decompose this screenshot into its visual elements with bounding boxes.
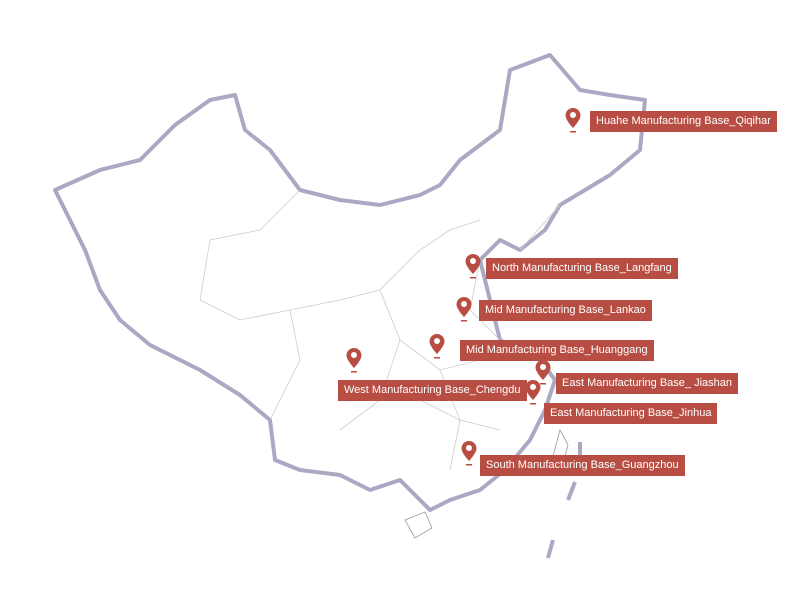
- map-pin-icon[interactable]: [534, 359, 552, 385]
- map-pin-icon[interactable]: [464, 253, 482, 279]
- map-pin-icon[interactable]: [524, 379, 542, 405]
- marker-label[interactable]: Mid Manufacturing Base_Lankao: [479, 300, 652, 321]
- hainan-island: [404, 511, 433, 539]
- marker-label[interactable]: East Manufacturing Base_ Jiashan: [556, 373, 738, 394]
- map-pin-icon[interactable]: [564, 107, 582, 133]
- marker-label[interactable]: Huahe Manufacturing Base_Qiqihar: [590, 111, 777, 132]
- marker-label[interactable]: West Manufacturing Base_Chengdu: [338, 380, 527, 401]
- marker-label[interactable]: South Manufacturing Base_Guangzhou: [480, 455, 685, 476]
- marker-label[interactable]: Mid Manufacturing Base_Huanggang: [460, 340, 654, 361]
- marker-label[interactable]: East Manufacturing Base_Jinhua: [544, 403, 718, 424]
- map-pin-icon[interactable]: [428, 333, 446, 359]
- marker-label[interactable]: North Manufacturing Base_Langfang: [486, 258, 678, 279]
- map-pin-icon[interactable]: [455, 296, 473, 322]
- map-pin-icon[interactable]: [345, 347, 363, 373]
- map-pin-icon[interactable]: [460, 440, 478, 466]
